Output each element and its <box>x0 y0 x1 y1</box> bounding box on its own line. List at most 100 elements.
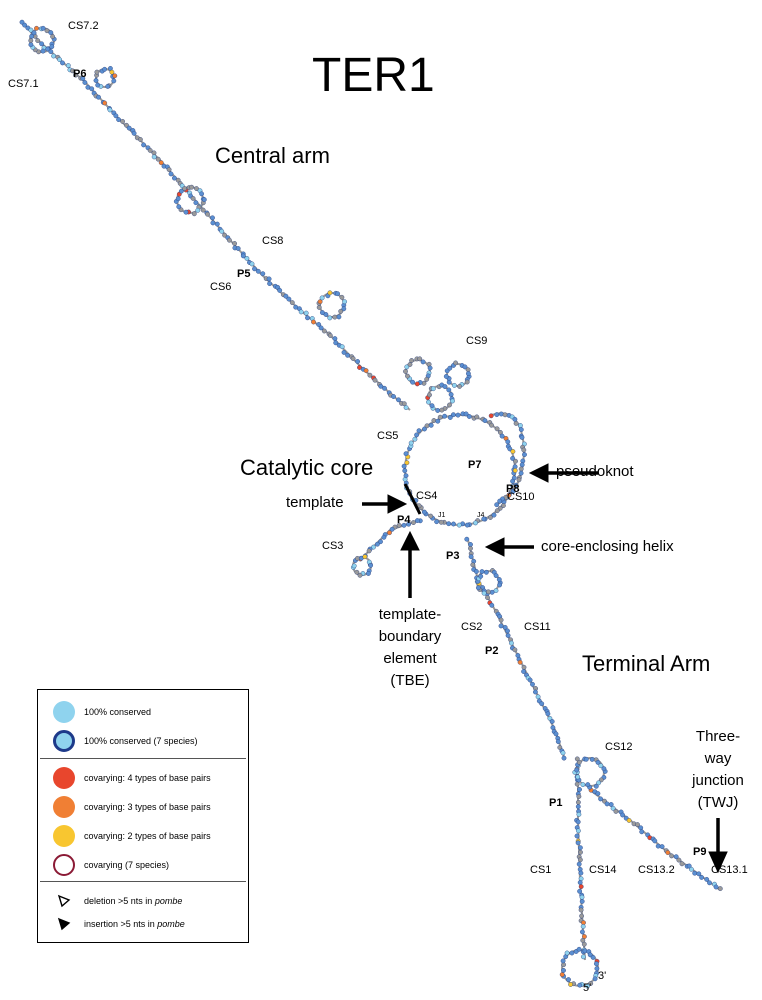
p8-label: P8 <box>506 483 520 495</box>
nucleotide-dot <box>266 276 272 282</box>
tbe-line-3: element <box>383 650 437 667</box>
nucleotide-dot <box>521 447 527 453</box>
nucleotide-dot <box>382 385 387 391</box>
nucleotide-dot <box>493 573 499 578</box>
nucleotide-dot <box>350 356 356 361</box>
nucleotide-dot <box>707 880 712 886</box>
nucleotide-dot <box>578 845 583 851</box>
nucleotide-dot <box>482 418 488 423</box>
cs11-label: CS11 <box>524 621 551 633</box>
nucleotide-dot <box>539 701 545 707</box>
nucleotide-dot <box>318 325 324 331</box>
nucleotide-dot <box>332 314 338 320</box>
nucleotide-dot <box>182 186 188 192</box>
nucleotide-dot <box>316 304 322 310</box>
nucleotide-dot <box>505 633 511 638</box>
nucleotide-dot <box>474 414 480 420</box>
nucleotide-dot <box>466 414 472 419</box>
nucleotide-dot <box>447 365 453 371</box>
nucleotide-dot <box>89 86 95 92</box>
nucleotide-dot <box>510 488 516 494</box>
legend-label: covarying: 2 types of base pairs <box>84 831 211 841</box>
nucleotide-dot <box>575 804 581 809</box>
nucleotide-dot <box>598 763 604 769</box>
p5-label: P5 <box>237 268 251 280</box>
nucleotide-dot <box>403 473 409 479</box>
nucleotide-dot <box>579 899 585 904</box>
nucleotide-dot <box>283 293 289 299</box>
nucleotide-dot <box>109 69 115 75</box>
cs8-label: CS8 <box>262 235 284 247</box>
legend-label: 100% conserved (7 species) <box>84 736 198 746</box>
p6-label: P6 <box>73 68 87 80</box>
nucleotide-dot <box>502 412 508 418</box>
nucleotide-dot <box>405 373 410 379</box>
nucleotide-dot <box>158 160 164 166</box>
nucleotide-dot <box>414 432 419 438</box>
callout-arrows <box>362 463 728 874</box>
nucleotide-dot <box>468 546 473 551</box>
nucleotide-dot <box>455 412 461 418</box>
twj-callout: Three- way junction (TWJ) <box>680 726 756 814</box>
nucleotide-dot <box>414 381 420 387</box>
nucleotide-dot <box>470 562 476 568</box>
diagram-title: TER1 <box>312 49 435 102</box>
nucleotide-dots <box>19 19 723 989</box>
nucleotide-dot <box>517 659 523 665</box>
nucleotide-dot <box>107 107 113 113</box>
j1-label: J1 <box>438 512 446 519</box>
nucleotide-dot <box>451 521 456 527</box>
nucleotide-dot <box>489 602 495 608</box>
nucleotide-dot <box>576 828 581 834</box>
nucleotide-dot <box>566 977 571 982</box>
nucleotide-dot <box>497 582 502 588</box>
nucleotide-dot <box>335 291 340 297</box>
legend-item-cov2: covarying: 2 types of base pairs <box>50 822 211 850</box>
nucleotide-dot <box>638 825 644 831</box>
cov7-swatch <box>53 854 75 876</box>
nucleotide-dot <box>579 894 585 900</box>
insertion-species: pombe <box>157 919 185 929</box>
nucleotide-dot <box>240 253 246 259</box>
nucleotide-dot <box>500 503 506 508</box>
nucleotide-dot <box>581 954 586 960</box>
conserved-7-swatch <box>53 730 75 752</box>
cs6-label: CS6 <box>210 281 232 293</box>
nucleotide-dot <box>594 961 599 967</box>
nucleotide-dot <box>652 838 658 844</box>
nucleotide-dot <box>560 958 566 964</box>
nucleotide-dot <box>438 519 444 525</box>
nucleotide-dot <box>713 884 719 890</box>
catalytic-core-label: Catalytic core <box>240 455 374 480</box>
p2-label: P2 <box>485 645 499 657</box>
nucleotide-dot <box>527 677 533 683</box>
nucleotide-dot <box>286 296 292 302</box>
twj-line-2: way <box>704 750 732 767</box>
nucleotide-dot <box>403 451 409 457</box>
nucleotide-dot <box>493 588 499 593</box>
nucleotide-dot <box>659 844 665 849</box>
nucleotide-dot <box>535 694 541 700</box>
twj-arrowhead <box>708 851 728 874</box>
nucleotide-dot <box>409 358 414 363</box>
nucleotide-dot <box>578 907 584 913</box>
deletion-label: deletion >5 nts in <box>84 896 155 906</box>
legend-item-deletion: deletion >5 nts in pombe <box>50 887 182 915</box>
nucleotide-dot <box>345 352 350 358</box>
nucleotide-dot <box>613 809 619 814</box>
nucleotide-dot <box>561 755 567 761</box>
nucleotide-dot <box>22 22 27 28</box>
nucleotide-dot <box>487 515 493 520</box>
nucleotide-dot <box>401 401 407 407</box>
legend-divider <box>40 758 246 759</box>
nucleotide-dot <box>560 750 566 756</box>
nucleotide-dot <box>387 530 392 536</box>
legend-item-insertion: insertion >5 nts in pombe <box>50 910 185 938</box>
nucleotide-dot <box>447 415 453 420</box>
nucleotide-dot <box>594 966 600 971</box>
nucleotide-dot <box>178 188 184 194</box>
nucleotide-dot <box>391 394 396 399</box>
nucleotide-dot <box>317 299 323 305</box>
nucleotide-dot <box>598 796 603 802</box>
nucleotide-dot <box>533 689 538 695</box>
